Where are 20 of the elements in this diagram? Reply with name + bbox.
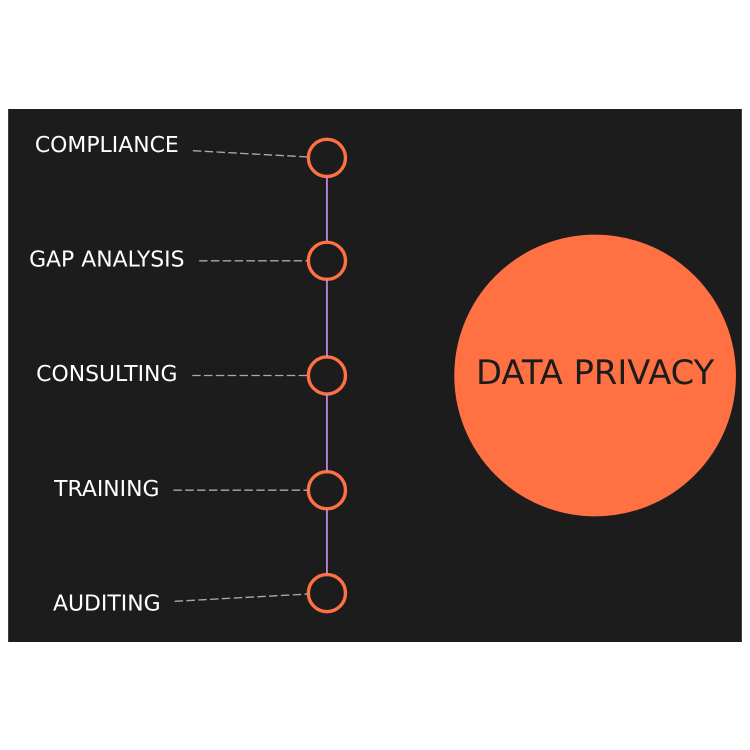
node-circle bbox=[306, 572, 348, 613]
node-text: CONSULTING bbox=[36, 362, 178, 387]
node-circle: DATA PRIVACY bbox=[454, 234, 736, 516]
node-circle bbox=[306, 240, 348, 281]
node-circle bbox=[306, 137, 348, 178]
connector bbox=[174, 489, 308, 490]
node-text: COMPLIANCE bbox=[34, 132, 179, 158]
connector bbox=[326, 508, 328, 574]
node-text: GAP ANALYSIS bbox=[29, 247, 185, 272]
connector bbox=[192, 150, 308, 158]
connector bbox=[326, 176, 328, 241]
connector bbox=[326, 279, 328, 356]
connector bbox=[174, 592, 308, 602]
node-circle bbox=[306, 469, 348, 510]
node-circle bbox=[306, 354, 348, 396]
connector bbox=[199, 260, 308, 261]
connector bbox=[326, 394, 328, 471]
node-text: AUDITING bbox=[53, 591, 161, 616]
connector bbox=[192, 374, 308, 376]
node-text: TRAINING bbox=[54, 476, 160, 502]
